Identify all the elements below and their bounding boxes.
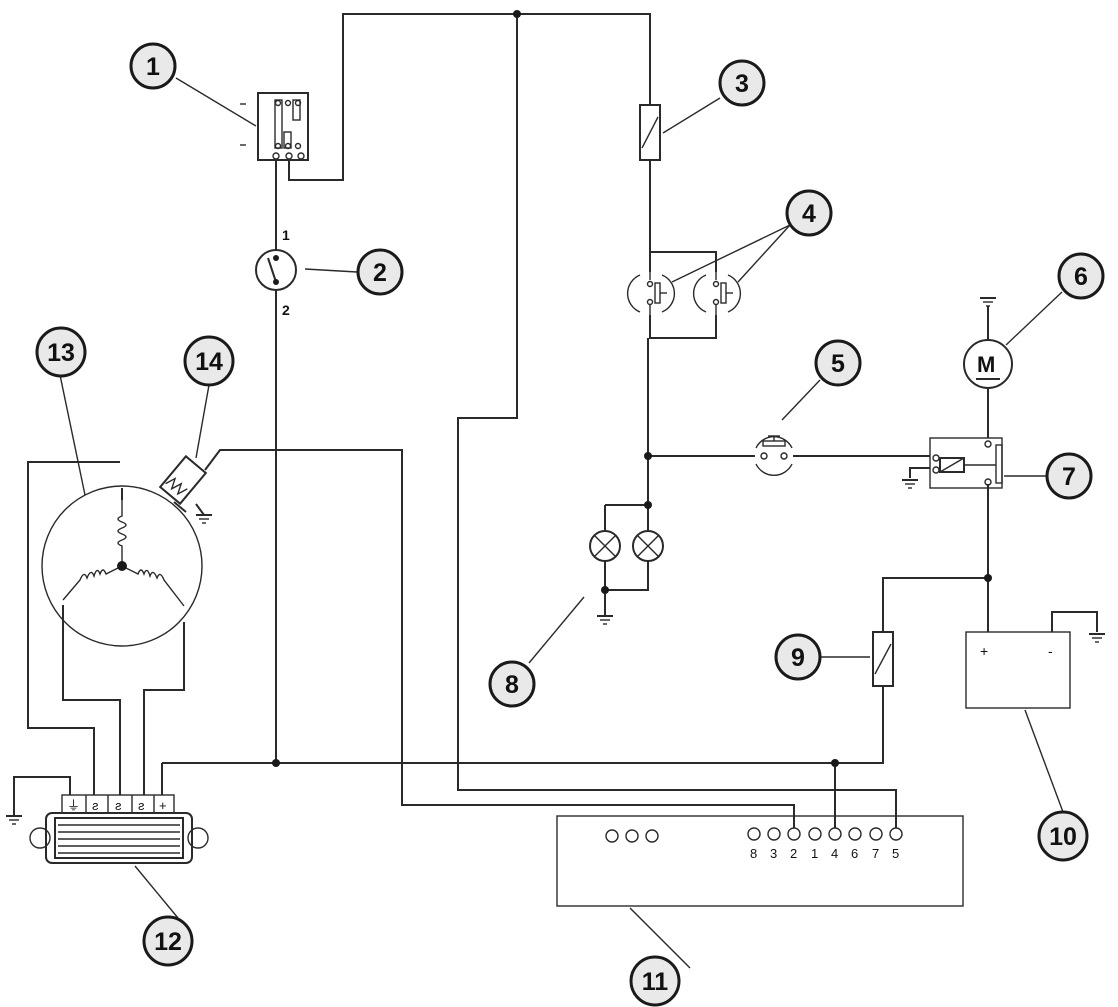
callout-4: 4 bbox=[785, 189, 833, 237]
svg-text:10: 10 bbox=[1049, 823, 1077, 851]
voltage-regulator-component: ⏚ ƨ ƨ ƨ + bbox=[6, 794, 209, 864]
switch-terminal-2: 2 bbox=[282, 302, 290, 318]
pickup-sensor-component bbox=[158, 454, 212, 524]
main-fuse-component bbox=[872, 631, 894, 687]
svg-text:12: 12 bbox=[154, 928, 182, 956]
motor-label: M bbox=[977, 352, 995, 377]
callout-2: 2 bbox=[356, 248, 404, 296]
battery-component: + - bbox=[965, 631, 1105, 709]
svg-text:1: 1 bbox=[146, 53, 160, 81]
connector-box-component: 8 3 2 1 4 6 7 5 bbox=[556, 815, 964, 907]
regulator-terminal: ƨ bbox=[138, 798, 145, 813]
regulator-terminal: ƨ bbox=[92, 798, 99, 813]
wires bbox=[13, 13, 1098, 828]
brake-switches-component bbox=[626, 272, 742, 315]
key-switch-component: 1 2 bbox=[255, 227, 297, 318]
start-button-component bbox=[755, 435, 793, 476]
fuse-component bbox=[639, 104, 661, 161]
svg-text:2: 2 bbox=[373, 259, 387, 287]
callout-12: 12 bbox=[142, 915, 194, 967]
callout-3: 3 bbox=[718, 59, 766, 107]
svg-text:8: 8 bbox=[505, 671, 519, 699]
lamps-component bbox=[589, 525, 664, 625]
svg-text:9: 9 bbox=[791, 644, 805, 672]
callout-14: 14 bbox=[183, 335, 235, 387]
battery-minus: - bbox=[1048, 643, 1053, 659]
svg-text:3: 3 bbox=[735, 70, 749, 98]
svg-text:13: 13 bbox=[47, 339, 75, 367]
regulator-terminal: + bbox=[159, 798, 167, 813]
battery-plus: + bbox=[980, 643, 988, 659]
switch-terminal-1: 1 bbox=[282, 227, 290, 243]
svg-text:14: 14 bbox=[195, 348, 223, 376]
svg-text:7: 7 bbox=[1062, 463, 1076, 491]
pin-label: 8 bbox=[750, 846, 757, 861]
pin-label: 5 bbox=[892, 846, 899, 861]
switch-block-component bbox=[240, 92, 309, 161]
callouts: 1 2 3 4 5 6 7 8 bbox=[35, 42, 1105, 1007]
regulator-terminal: ƨ bbox=[115, 798, 122, 813]
regulator-terminal: ⏚ bbox=[67, 798, 80, 813]
pin-label: 4 bbox=[831, 846, 838, 861]
pin-label: 1 bbox=[811, 846, 818, 861]
svg-text:6: 6 bbox=[1074, 263, 1088, 291]
callout-13: 13 bbox=[35, 326, 87, 378]
pin-label: 3 bbox=[770, 846, 777, 861]
callout-5: 5 bbox=[814, 339, 862, 387]
starter-relay-component bbox=[902, 437, 1003, 489]
svg-text:11: 11 bbox=[642, 968, 669, 996]
callout-9: 9 bbox=[774, 633, 822, 681]
leader-lines bbox=[59, 77, 1064, 969]
svg-text:4: 4 bbox=[802, 200, 816, 228]
callout-1: 1 bbox=[129, 42, 177, 90]
pin-label: 6 bbox=[851, 846, 858, 861]
callout-8: 8 bbox=[488, 660, 536, 708]
callout-7: 7 bbox=[1045, 452, 1093, 500]
callout-6: 6 bbox=[1057, 252, 1105, 300]
junction-dots bbox=[272, 10, 992, 767]
pin-label: 2 bbox=[790, 846, 797, 861]
alternator-component bbox=[41, 485, 203, 647]
callout-10: 10 bbox=[1037, 810, 1089, 862]
starter-motor-component: M bbox=[963, 297, 1013, 389]
svg-text:5: 5 bbox=[831, 350, 845, 378]
callout-11: 11 bbox=[629, 955, 681, 1007]
pin-label: 7 bbox=[872, 846, 879, 861]
